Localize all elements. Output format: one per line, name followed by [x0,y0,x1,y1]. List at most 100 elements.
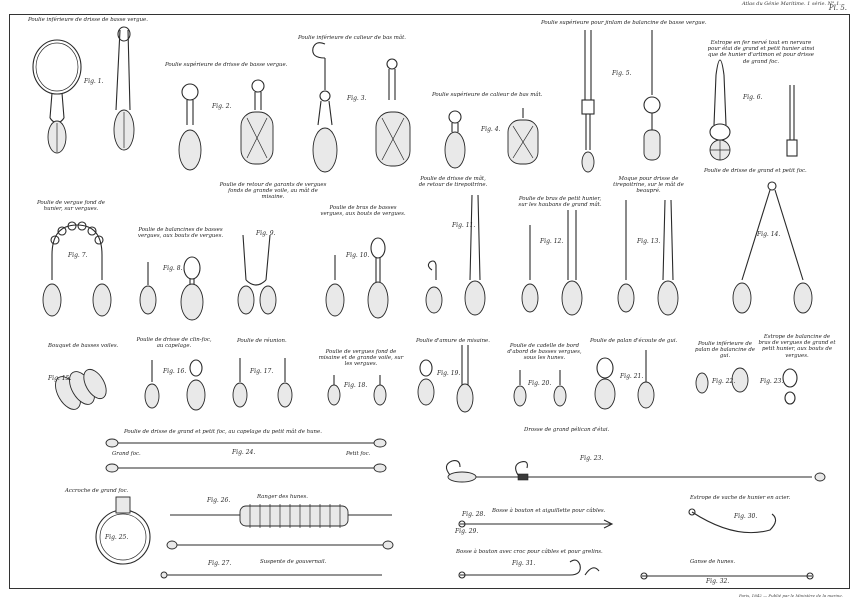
fig20-cat-block-drawing [513,370,567,407]
caption-fig7: Poulie de vergue fond de hunier, sur ver… [37,200,105,213]
fig4-single-block-drawing [444,108,539,169]
fig-number-16: Fig. 16. [163,368,187,375]
fig24-jib-rope-drawing [105,438,387,473]
fig5-long-strop-drawing [581,30,661,173]
fig31-hook-stopper-drawing [458,559,600,579]
fig29-wire-strop-drawing [688,508,777,534]
fig-number-31: Fig. 31. [512,560,536,567]
plate-frame [9,14,850,589]
caption-fig24-petit-foc: Petit foc. [346,451,371,457]
series-header: Atlas du Génie Maritime. 1 série. N° 1. [742,1,841,7]
caption-fig16: Poulie de drisse de clin-foc, au capelag… [136,337,212,350]
caption-fig31: Bosse à bouton avec croc pour câbles et … [456,549,603,555]
fig-number-23: Fig. 23. [580,455,604,462]
caption-fig2: Poulie supérieure de drisse de basse ver… [165,62,288,68]
fig-number-12: Fig. 12. [540,238,564,245]
fig3-hook-block-drawing [312,42,411,173]
caption-fig11: Poulie de drisse de mât, de retour de ti… [418,176,488,189]
publisher-footer: Paris, 1842 — Publié par le Ministère de… [738,593,843,598]
fig-number-6: Fig. 6. [743,94,763,101]
fig-number-19: Fig. 19. [437,370,461,377]
caption-fig3: Poulie inférieure de calieur de bas mât. [298,35,406,41]
fig6-iron-strop-drawing [709,59,798,161]
fig32-top-gasket-drawing [640,572,814,580]
caption-fig32: Ganse de hunes. [690,559,736,565]
caption-fig1: Poulie inférieure de drisse de basse ver… [28,17,148,23]
fig19-tack-block-drawing [417,345,474,413]
fig-number-7: Fig. 7. [68,252,88,259]
caption-fig10: Poulie de bras de basses vergues, aux bo… [320,205,406,218]
fig27-rudder-pendant-drawing [160,571,382,579]
fig26-top-rack-drawing [166,504,394,550]
caption-fig20: Poulie de cadelle de bord d'abord de bas… [507,343,582,362]
caption-fig26: Ranger des hunes. [257,494,309,500]
caption-fig17: Poulie de réunion. [237,338,287,344]
fig-number-29: Fig. 29. [455,528,479,535]
fig-number-4: Fig. 4. [481,126,501,133]
fig17-union-block-drawing [232,358,293,408]
caption-fig23: Drosse de grand pélican d'étai. [524,427,610,433]
fig-number-15: Fig. 15. [48,375,72,382]
caption-fig24-grand-foc: Grand foc. [112,451,141,457]
fig-number-21: Fig. 21. [620,373,644,380]
fig28-stopper-drawing [458,519,614,529]
fig-number-10: Fig. 10. [346,252,370,259]
fig12-shroud-block-drawing [521,210,583,316]
plate-number: Pl. 5. [828,4,847,12]
caption-fig13: Moque pour drisse de tirepoitrine, sur l… [613,176,684,195]
fig-number-5: Fig. 5. [612,70,632,77]
caption-fig9: Poulie de retour de garants de vergues f… [219,182,327,201]
fig-number-24: Fig. 24. [232,449,256,456]
fig8-sheave-drawing [139,256,204,321]
fig-number-32: Fig. 32. [706,578,730,585]
fig18-yard-block-drawing [327,375,387,406]
caption-fig18: Poulie de vergues fond de misaine et de … [318,349,404,368]
fig-number-30: Fig. 30. [734,513,758,520]
caption-fig8: Poulie de balancines de basses vergues, … [137,227,224,240]
fig-number-27: Fig. 27. [208,560,232,567]
fig-number-13: Fig. 13. [637,238,661,245]
caption-fig4: Poulie supérieure de calieur de bas mât. [432,92,543,98]
caption-fig23-strop: Estrope de balancine de bras de vergues … [758,334,836,359]
fig-number-22: Fig. 22. [712,378,736,385]
fig-number-28: Fig. 28. [462,511,486,518]
caption-fig14: Poulie de drisse de grand et petit foc. [704,168,807,174]
fig-number-1: Fig. 1. [84,78,104,85]
caption-fig27: Suspente de gouvernail. [260,559,327,565]
fig-number-2: Fig. 2. [212,103,232,110]
fig13-bullseye-drawing [617,199,679,316]
fig-number-23-strop: Fig. 23. [760,378,784,385]
caption-fig21: Poulie de palan d'écoute de gui. [590,338,678,344]
caption-fig24: Poulie de drisse de grand et petit foc, … [124,429,322,435]
fig14-jib-halyard-drawing [732,181,813,314]
caption-fig12: Poulie de bras de petit hunier, sur les … [518,196,602,209]
fig22-boom-block-drawing [695,367,798,405]
fig7-parrel-drawing [42,221,112,317]
fig25-ring-drawing [95,496,151,565]
caption-fig22: Poulie inférieure de palan de balancine … [695,341,755,360]
fig16-single-block-drawing [144,359,206,411]
fig-number-18: Fig. 18. [344,382,368,389]
fig1-ring-strop-drawing [32,26,135,154]
caption-fig6: Estrope en fer nervé tout en nervure pou… [707,40,815,65]
fig-number-9: Fig. 9. [256,230,276,237]
fig15-bundle-drawing [55,368,107,410]
fig-number-25: Fig. 25. [105,534,129,541]
caption-fig5: Poulie supérieure pour jinlam de balanci… [541,20,707,26]
fig-number-8: Fig. 8. [163,265,183,272]
fig10-brace-block-drawing [325,237,389,319]
fig-number-20: Fig. 20. [528,380,552,387]
caption-fig15: Bouquet de basses voiles. [48,343,119,349]
fig-number-14: Fig. 14. [757,231,781,238]
fig21-sheet-tackle-drawing [594,350,655,410]
caption-fig29: Estrope de vache de hunier en acier. [690,495,791,501]
caption-fig25: Accroche de grand foc. [65,488,129,494]
fig-number-26: Fig. 26. [207,497,231,504]
fig9-y-strop-drawing [237,234,277,315]
fig23-pelican-rod-drawing [445,460,826,483]
fig-number-3: Fig. 3. [347,95,367,102]
fig-number-17: Fig. 17. [250,368,274,375]
fig2-double-block-drawing [178,79,274,171]
